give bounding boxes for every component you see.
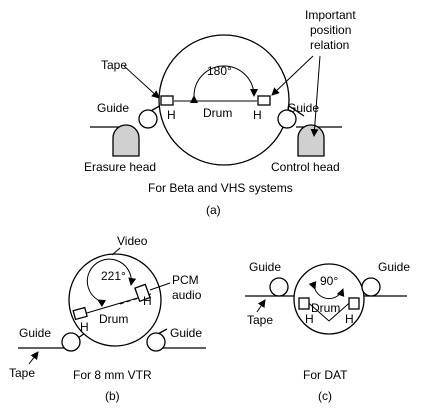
angle-arc [189,65,258,104]
tape-pointer [256,299,266,313]
tape-label: Tape [9,366,35,380]
control-head-label: Control head [271,160,340,174]
control-head [297,124,325,157]
panel-c: 90° Drum H H Guide Guide Tape For DAT (c… [245,260,410,403]
head-left-label: H [167,108,176,122]
head-right-label: H [345,312,354,326]
caption-a: For Beta and VHS systems [148,181,293,195]
guide-right-label: Guide [378,260,410,274]
guide-roller-left [269,277,289,297]
tape-pointer [123,65,160,99]
angle-label: 180° [207,64,232,78]
drum-label: Drum [203,106,232,120]
head-right-label: H [143,294,152,308]
guide-right-label: Guide [287,101,319,115]
video-head-right [257,95,271,106]
guide-left-label: Guide [249,260,281,274]
letter-a: (a) [206,203,221,217]
guide-left-label: Guide [19,326,51,340]
panel-a: 180° Drum H H Guide Guide Erasure head C… [84,8,359,217]
guide-roller-right [277,109,297,129]
angle-arc [308,281,345,300]
head-left-label: H [305,312,314,326]
angle-label: 221° [101,269,126,283]
video-head-left [72,306,88,321]
letter-b: (b) [105,389,120,403]
tape-label: Tape [247,313,273,327]
erasure-head [112,124,140,157]
angle-arc [86,258,137,308]
relation-pointer-control [310,55,321,137]
drum-wrap-lines [302,297,356,322]
head-left-label: H [80,320,89,334]
video-head-left [298,297,310,310]
tape-pointer [28,351,39,365]
guide-right-label: Guide [170,326,202,340]
video-head-left [160,95,174,106]
guide-roller-right [146,332,166,352]
caption-b: For 8 mm VTR [73,368,152,382]
guide-roller-left [61,332,81,352]
erasure-head-label: Erasure head [84,160,156,174]
relation-pointer-head [271,55,314,96]
angle-label: 90° [320,274,338,288]
tape-label: Tape [101,58,127,72]
video-head-right [134,283,151,303]
drum-label: Drum [311,301,340,315]
head-right-label: H [253,108,262,122]
pcm-audio-label: PCM audio [172,273,202,302]
important-relation-label: Important position relation [305,8,359,52]
guide-roller-right [361,277,381,297]
pcm-pointer [149,282,171,291]
drum-label: Drum [99,312,128,326]
letter-c: (c) [318,389,332,403]
panel-b: 221° Drum H H Guide Guide Video PCM audi… [9,234,206,403]
video-pointer [111,247,121,256]
guide-left-label: Guide [97,101,129,115]
guide-roller-left [138,109,158,129]
video-head-right [348,297,360,310]
caption-c: For DAT [303,368,348,382]
video-label: Video [117,234,148,248]
